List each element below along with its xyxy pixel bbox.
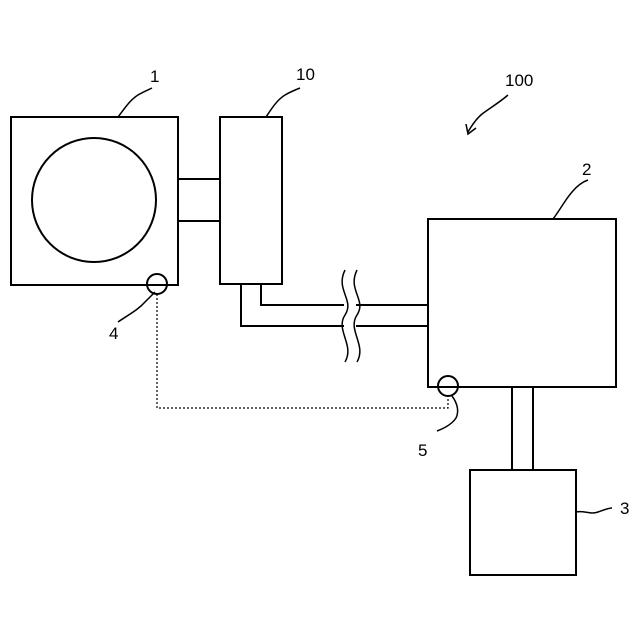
pipe-2-3 [512, 387, 533, 470]
label-sensor-4: 4 [109, 324, 118, 343]
system-arrow-head [466, 124, 476, 134]
unit-10-box [220, 117, 282, 284]
label-sensor-5: 5 [418, 441, 427, 460]
leader-10 [266, 88, 300, 117]
break-mark-left [342, 270, 348, 362]
label-unit-2: 2 [582, 160, 591, 179]
signal-line [157, 294, 448, 408]
break-mark-right [354, 270, 360, 362]
pipe-upper-left [261, 284, 344, 305]
unit-1 [11, 117, 178, 285]
leader-3 [576, 508, 612, 513]
label-unit-1: 1 [150, 67, 159, 86]
system-arrow [466, 95, 508, 134]
unit-1-box [11, 117, 178, 285]
leader-1 [118, 88, 152, 117]
system-arrow-shaft [468, 95, 508, 132]
leader-5 [437, 396, 458, 431]
connector-1-10 [178, 179, 220, 221]
unit-2-box [428, 219, 616, 387]
label-system-100: 100 [505, 71, 533, 90]
leader-lines [118, 88, 612, 513]
leader-2 [553, 180, 588, 219]
unit-1-circle [32, 138, 156, 262]
label-unit-3: 3 [620, 499, 629, 518]
unit-3-box [470, 470, 576, 575]
label-unit-10: 10 [296, 65, 315, 84]
leader-4 [118, 292, 155, 322]
